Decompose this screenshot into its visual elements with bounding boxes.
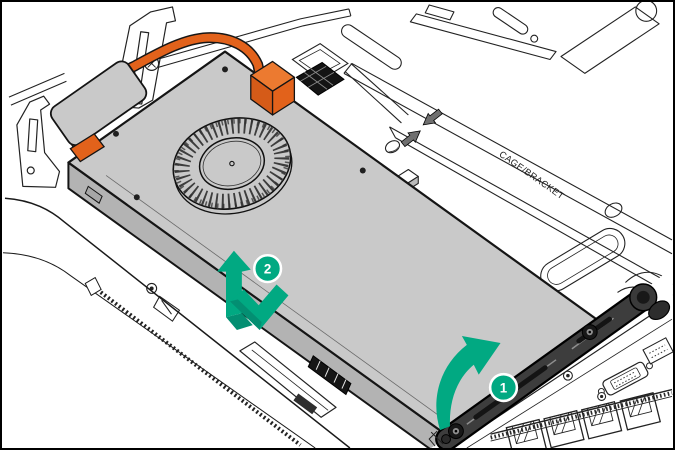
panel-serration	[95, 287, 302, 447]
panel-screw	[562, 370, 607, 401]
lever-hinge	[428, 430, 451, 447]
release-lever	[428, 283, 671, 448]
step-1-number: 1	[500, 380, 508, 395]
card-retention-tab	[49, 60, 148, 147]
chassis-slot	[492, 7, 529, 35]
blower-fan	[172, 117, 293, 215]
front-panel	[2, 197, 351, 448]
pcie-slot-bracket	[16, 95, 61, 188]
cage-alignment-arrows-icon	[400, 108, 443, 148]
callout-step-1: 1	[436, 336, 519, 431]
lift-card-arrow-icon	[217, 250, 251, 318]
pcie-slot-opening	[239, 341, 337, 418]
step-1-badge	[488, 372, 519, 403]
lever-boss	[448, 324, 598, 440]
cable-clip	[69, 132, 106, 163]
lever-pivot	[629, 283, 671, 321]
callout-step-2: 2	[217, 250, 289, 331]
step-2-number: 2	[264, 262, 271, 277]
chassis-standoff	[146, 282, 181, 322]
chassis-hole	[635, 2, 658, 22]
rear-panel	[450, 305, 673, 448]
card-screws	[113, 66, 366, 201]
power-connector	[250, 60, 296, 116]
pcie-edge-connector	[307, 355, 352, 396]
chassis-slot	[341, 24, 402, 70]
chassis-cutout	[560, 6, 660, 74]
chassis-slot	[409, 13, 557, 61]
cage-bracket-label: CAGE/BRACKET	[497, 149, 566, 201]
emi-rail	[490, 388, 673, 442]
power-socket	[291, 42, 349, 96]
rotate-latch-arrow-icon	[436, 336, 501, 431]
serial-port	[642, 337, 673, 365]
vga-connector	[597, 361, 653, 396]
step-2-badge	[252, 253, 283, 284]
slot-label	[293, 393, 318, 415]
chassis-line-art	[8, 2, 673, 296]
